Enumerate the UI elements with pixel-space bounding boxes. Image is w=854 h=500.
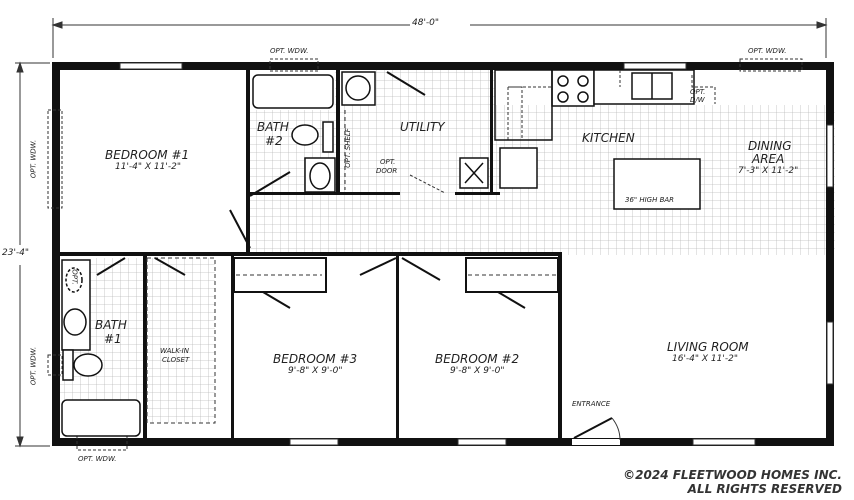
overall-depth: 23'-4" <box>2 248 30 258</box>
opt-dw-label: OPT. <box>690 88 706 96</box>
windows <box>119 62 834 446</box>
walkin-label: WALK-IN <box>160 347 189 355</box>
fixtures <box>61 69 701 437</box>
opt-dw-label-2: D/W <box>690 96 705 104</box>
opt-window-label: OPT. WDW. <box>748 47 787 55</box>
doors <box>96 71 613 439</box>
bedroom2-size: 9'-8" X 9'-0" <box>450 366 505 376</box>
dining-label-2: AREA <box>752 152 785 166</box>
bedroom3-size: 9'-8" X 9'-0" <box>288 366 343 376</box>
opt-window-label: OPT. WDW. <box>29 139 38 179</box>
copyright: ©2024 FLEETWOOD HOMES INC. ALL RIGHTS RE… <box>623 468 842 496</box>
bath1-label: BATH <box>95 318 127 332</box>
copyright-line2: ALL RIGHTS RESERVED <box>687 482 842 496</box>
dining-size: 7'-3" X 11'-2" <box>738 166 799 176</box>
high-bar-label: 36" HIGH BAR <box>625 196 675 204</box>
copyright-line1: ©2024 FLEETWOOD HOMES INC. <box>623 468 842 482</box>
walkin-label-2: CLOSET <box>162 356 190 364</box>
bedroom3-label: BEDROOM #3 <box>273 352 358 366</box>
dining-label: DINING <box>748 139 792 153</box>
tiled-floor <box>60 70 835 423</box>
opt-shelf-label: OPT. SHELF <box>343 128 352 168</box>
interior-walls <box>60 70 562 446</box>
kitchen-label: KITCHEN <box>582 131 635 145</box>
opt-door-label: OPT. <box>380 158 396 166</box>
bath2-label: BATH <box>257 120 289 134</box>
overall-width: 48'-0" <box>412 18 440 28</box>
bedroom1-label: BEDROOM #1 <box>105 148 190 162</box>
opt-window-label: OPT. WDW. <box>270 47 309 55</box>
utility-label: UTILITY <box>400 120 445 134</box>
opt-window-label: OPT. WDW. <box>78 455 117 463</box>
entrance-label: ENTRANCE <box>572 400 611 408</box>
bedroom1-size: 11'-4" X 11'-2" <box>115 162 181 172</box>
living-room-label: LIVING ROOM <box>667 340 749 354</box>
opt-label: OPT. <box>70 269 79 285</box>
dimension-lines <box>15 18 828 448</box>
living-room-size: 16'-4" X 11'-2" <box>672 354 738 364</box>
opt-window-label: OPT. WDW. <box>29 346 38 386</box>
exterior-walls <box>52 62 834 446</box>
opt-door-label-2: DOOR <box>376 167 398 175</box>
bath2-num: #2 <box>265 134 283 148</box>
bedroom2-label: BEDROOM #2 <box>435 352 520 366</box>
bath1-num: #1 <box>104 332 122 346</box>
